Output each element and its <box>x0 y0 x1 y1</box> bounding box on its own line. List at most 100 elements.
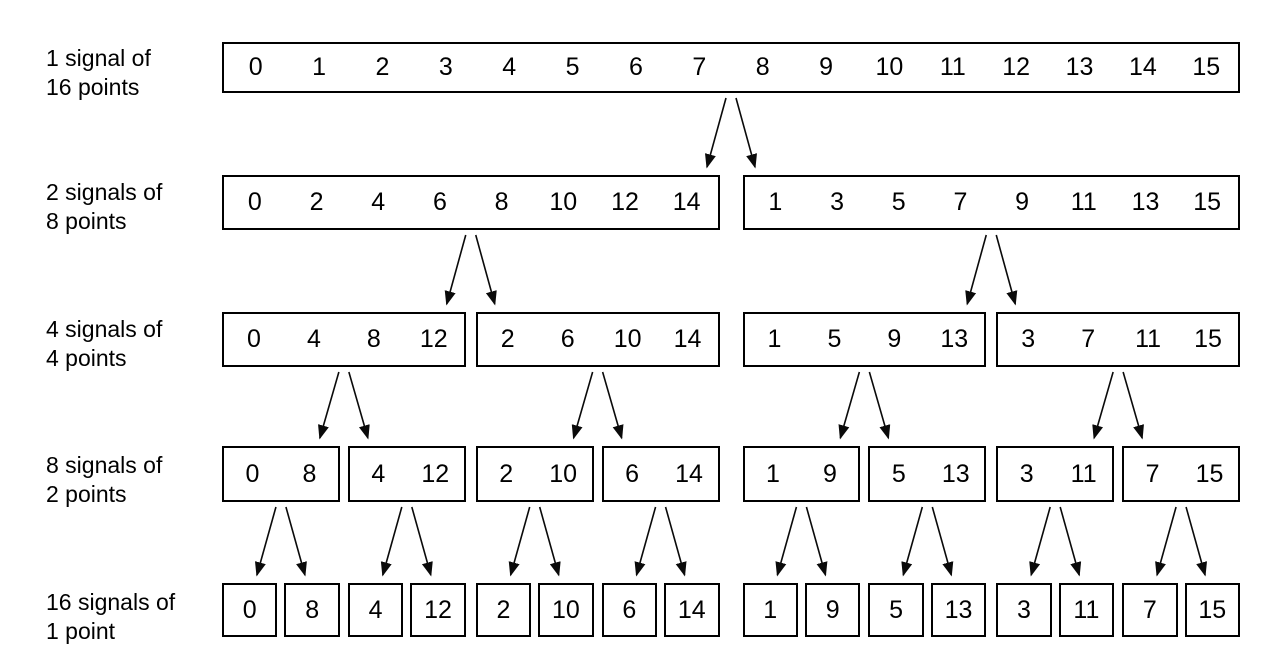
signal-value: 13 <box>944 595 973 624</box>
row-label-line: 16 signals of <box>46 589 176 615</box>
signal-box: 6 <box>601 583 658 637</box>
signal-value: 14 <box>675 459 703 488</box>
signal-value: 3 <box>438 53 453 81</box>
split-arrow <box>775 506 798 577</box>
signal-value: 5 <box>891 459 906 488</box>
signal-value: 0 <box>247 188 262 216</box>
signal-value: 11 <box>1070 459 1097 488</box>
split-arrow <box>838 371 861 440</box>
signal-value: 10 <box>875 53 904 81</box>
signal-value: 2 <box>309 188 324 216</box>
signal-value: 7 <box>1081 325 1096 353</box>
split-arrow <box>901 506 924 577</box>
split-arrow <box>348 371 370 440</box>
row-label-line: 16 points <box>46 74 140 100</box>
signal-value: 3 <box>1019 459 1034 488</box>
split-arrow <box>664 506 687 577</box>
split-arrow <box>805 506 828 577</box>
signal-value: 3 <box>830 188 844 216</box>
split-arrow <box>254 506 277 577</box>
row-label-line: 2 signals of <box>46 179 163 205</box>
signal-box: 11 <box>1058 583 1115 637</box>
signal-value: 9 <box>822 459 837 488</box>
signal-value: 14 <box>677 595 706 624</box>
signal-value: 14 <box>672 188 701 216</box>
signal-box: 12 <box>410 583 466 637</box>
signal-value: 15 <box>1193 188 1222 216</box>
signal-box: 5 <box>868 583 924 637</box>
signal-value: 10 <box>613 325 642 353</box>
signal-value: 4 <box>368 595 383 624</box>
signal-box: 0 <box>222 583 278 637</box>
signal-value: 11 <box>1135 325 1162 353</box>
signal-value: 2 <box>500 325 515 353</box>
signal-value: 8 <box>494 188 509 216</box>
signal-value: 7 <box>953 188 968 216</box>
signal-value: 11 <box>1070 188 1097 216</box>
split-arrow <box>474 234 497 306</box>
signal-value: 15 <box>1194 325 1222 353</box>
signal-value: 10 <box>549 459 578 488</box>
split-arrow <box>735 97 758 169</box>
row-label-3: 4 signals of 4 points <box>46 315 162 373</box>
signal-value: 13 <box>1131 188 1160 216</box>
signal-value: 6 <box>628 53 643 81</box>
signal-value: 12 <box>419 325 448 353</box>
split-arrow <box>285 506 307 577</box>
split-arrow <box>634 506 657 577</box>
signal-value: 10 <box>552 595 580 624</box>
row-label-line: 4 points <box>46 345 127 371</box>
signal-box: 9 <box>804 583 861 637</box>
signal-value: 1 <box>768 188 783 216</box>
signal-value: 1 <box>763 595 778 624</box>
signal-value: 6 <box>432 188 447 216</box>
signal-value: 13 <box>1065 53 1094 81</box>
row-label-line: 1 signal of <box>46 45 151 71</box>
signal-value: 12 <box>1002 53 1031 81</box>
signal-box: 5 13 <box>868 446 987 502</box>
split-arrow <box>1122 371 1144 440</box>
split-arrow <box>1029 506 1051 577</box>
split-arrow <box>995 234 1018 306</box>
signal-value: 5 <box>891 188 906 216</box>
signal-value: 7 <box>1142 595 1157 624</box>
signal-value: 8 <box>305 595 320 624</box>
signal-value: 3 <box>1021 325 1036 353</box>
signal-value: 2 <box>496 595 511 624</box>
signal-value: 12 <box>421 459 450 488</box>
signal-value: 4 <box>371 188 386 216</box>
split-arrow <box>1059 506 1082 577</box>
signal-value: 8 <box>302 459 317 488</box>
split-arrow <box>965 234 988 306</box>
row-label-line: 8 points <box>46 208 127 234</box>
signal-value: 15 <box>1198 595 1227 624</box>
split-arrow <box>868 371 891 440</box>
split-arrow <box>601 371 624 440</box>
signal-value: 13 <box>941 459 970 488</box>
signal-value: 4 <box>502 53 517 81</box>
split-arrow <box>704 97 727 169</box>
signal-value: 9 <box>887 325 902 353</box>
signal-value: 7 <box>692 53 707 81</box>
signal-box: 1 <box>742 583 798 637</box>
split-arrow <box>1092 371 1114 440</box>
signal-value: 0 <box>247 325 261 353</box>
signal-box: 13 <box>930 583 987 637</box>
row-label-line: 2 points <box>46 481 127 507</box>
signal-box: 10 <box>538 583 594 637</box>
signal-value: 15 <box>1192 53 1221 81</box>
signal-value: 12 <box>424 595 452 624</box>
split-arrow <box>1155 506 1177 577</box>
signal-value: 0 <box>242 595 257 624</box>
split-arrow <box>444 234 467 306</box>
signal-value: 8 <box>366 325 381 353</box>
split-arrow <box>411 506 433 577</box>
signal-value: 3 <box>1017 595 1031 624</box>
